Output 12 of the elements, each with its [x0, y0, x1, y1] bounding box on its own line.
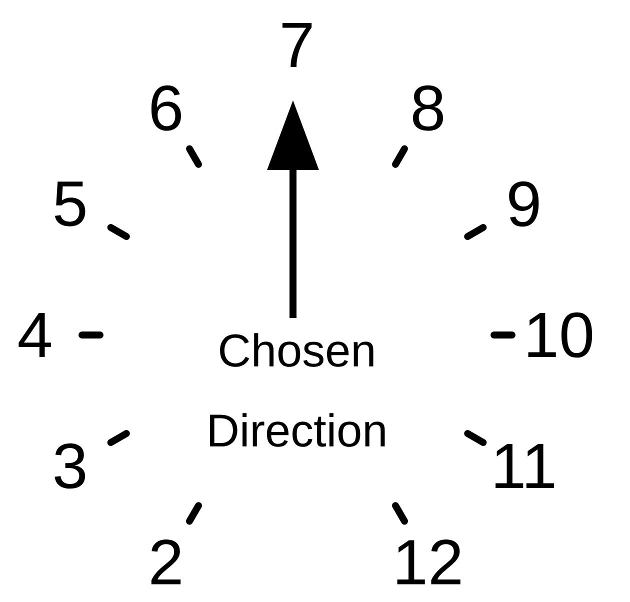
dial-number: 3	[54, 443, 86, 489]
dial-number: 6	[151, 85, 181, 131]
dial-number: 5	[54, 182, 86, 226]
dial-number: 12	[397, 540, 460, 584]
dial-number: 4	[18, 312, 51, 357]
dial-number: 2	[151, 540, 181, 584]
dial-number: 9	[509, 181, 539, 227]
center-label: Chosen Direction	[210, 333, 385, 447]
dial-number: 8	[412, 85, 444, 131]
dial-number: 11	[496, 444, 554, 488]
dial-number: 10	[528, 312, 592, 358]
dial-number: 7	[282, 22, 312, 67]
